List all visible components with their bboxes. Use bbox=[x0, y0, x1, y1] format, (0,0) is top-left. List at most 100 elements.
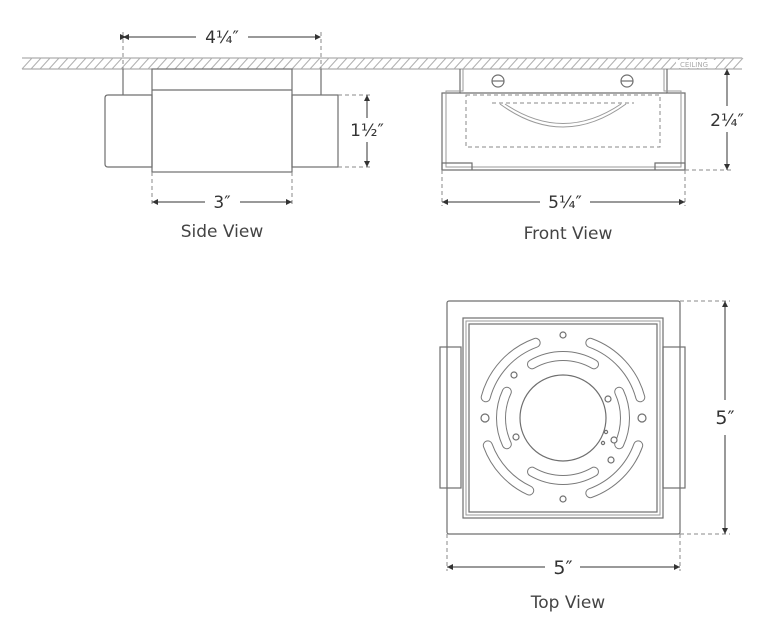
front-view-caption: Front View bbox=[524, 224, 613, 244]
hatch-line bbox=[147, 57, 159, 70]
hatch-line bbox=[75, 57, 87, 70]
mounting-holes bbox=[480, 331, 647, 503]
slot bbox=[527, 351, 599, 370]
hatch-line bbox=[102, 57, 114, 70]
mounting-hole bbox=[512, 433, 520, 441]
hatch-line bbox=[597, 57, 609, 70]
hatch-line bbox=[426, 57, 438, 70]
hatch-line bbox=[669, 57, 681, 70]
slot bbox=[482, 440, 535, 496]
hatch-line bbox=[345, 57, 357, 70]
hatch-line bbox=[39, 57, 51, 70]
hatch-line bbox=[237, 57, 249, 70]
dim-front-width: 5¼″ bbox=[548, 193, 582, 213]
mounting-hole bbox=[510, 371, 518, 379]
hatch-line bbox=[264, 57, 276, 70]
screw-icon bbox=[620, 74, 634, 88]
hatch-line bbox=[516, 57, 528, 70]
hatch-line bbox=[651, 57, 663, 70]
hatch-line bbox=[435, 57, 447, 70]
center-opening bbox=[519, 374, 607, 462]
dim-top-depth: 5″ bbox=[715, 407, 734, 429]
mounting-hole bbox=[610, 436, 618, 444]
dim-side-height: 1½″ bbox=[350, 121, 384, 141]
hatch-line bbox=[246, 57, 258, 70]
hatch-line bbox=[57, 57, 69, 70]
hatch-line bbox=[183, 57, 195, 70]
hatch-line bbox=[354, 57, 366, 70]
hatch-line bbox=[615, 57, 627, 70]
screw-icon bbox=[491, 74, 505, 88]
mounting-hole bbox=[600, 440, 606, 446]
hatch-line bbox=[579, 57, 591, 70]
hatch-line bbox=[525, 57, 537, 70]
hatch-line bbox=[660, 57, 672, 70]
hatch-line bbox=[462, 57, 474, 70]
hatch-line bbox=[156, 57, 168, 70]
hatch-line bbox=[138, 57, 150, 70]
hatch-line bbox=[165, 57, 177, 70]
hatch-line bbox=[417, 57, 429, 70]
hatch-line bbox=[48, 57, 60, 70]
hatch-line bbox=[228, 57, 240, 70]
hatch-line bbox=[570, 57, 582, 70]
hatch-line bbox=[732, 57, 744, 70]
front-view: 2¼″ 5¼″ Front View bbox=[441, 69, 744, 244]
hatch-line bbox=[408, 57, 420, 70]
hatch-line bbox=[93, 57, 105, 70]
side-view-caption: Side View bbox=[181, 222, 264, 242]
hatch-line bbox=[111, 57, 123, 70]
hatch-line bbox=[498, 57, 510, 70]
ceiling-label: CEILING bbox=[680, 61, 708, 69]
hatch-line bbox=[543, 57, 555, 70]
hatch-line bbox=[723, 57, 735, 70]
hatch-line bbox=[714, 57, 726, 70]
mounting-hole bbox=[559, 331, 567, 339]
ceiling-hatch bbox=[21, 57, 744, 70]
hatch-line bbox=[30, 57, 42, 70]
hatch-line bbox=[372, 57, 384, 70]
mounting-hole bbox=[604, 395, 612, 403]
ceiling: CEILING bbox=[21, 57, 744, 70]
side-view: 4¼″ 1½″ 3″ Side View bbox=[104, 28, 384, 242]
hatch-line bbox=[174, 57, 186, 70]
dim-mount-width: 4¼″ bbox=[205, 28, 239, 48]
hatch-line bbox=[534, 57, 546, 70]
hatch-line bbox=[381, 57, 393, 70]
mounting-hole bbox=[603, 429, 609, 435]
hatch-line bbox=[363, 57, 375, 70]
hatch-line bbox=[291, 57, 303, 70]
hatch-line bbox=[300, 57, 312, 70]
hatch-line bbox=[471, 57, 483, 70]
side-left-cap bbox=[104, 94, 153, 168]
hatch-line bbox=[210, 57, 222, 70]
hatch-line bbox=[273, 57, 285, 70]
mounting-hole bbox=[607, 456, 615, 464]
side-body bbox=[151, 68, 293, 173]
top-view-caption: Top View bbox=[530, 593, 606, 613]
top-view: 5″ 5″ Top View bbox=[439, 300, 735, 613]
hatch-line bbox=[84, 57, 96, 70]
dim-body-width: 3″ bbox=[213, 193, 230, 213]
hatch-line bbox=[489, 57, 501, 70]
hatch-line bbox=[552, 57, 564, 70]
hatch-line bbox=[480, 57, 492, 70]
hatch-line bbox=[561, 57, 573, 70]
hatch-line bbox=[327, 57, 339, 70]
slot bbox=[496, 386, 512, 450]
hatch-line bbox=[309, 57, 321, 70]
hatch-line bbox=[201, 57, 213, 70]
hatch-line bbox=[21, 57, 33, 70]
dim-front-height: 2¼″ bbox=[710, 111, 744, 131]
hatch-line bbox=[453, 57, 465, 70]
slot bbox=[527, 466, 599, 485]
hatch-line bbox=[129, 57, 141, 70]
hatch-line bbox=[219, 57, 231, 70]
side-right-cap bbox=[291, 94, 339, 168]
hatch-line bbox=[588, 57, 600, 70]
hatch-line bbox=[255, 57, 267, 70]
slot bbox=[480, 337, 541, 403]
mounting-hole bbox=[559, 495, 567, 503]
hatch-line bbox=[507, 57, 519, 70]
